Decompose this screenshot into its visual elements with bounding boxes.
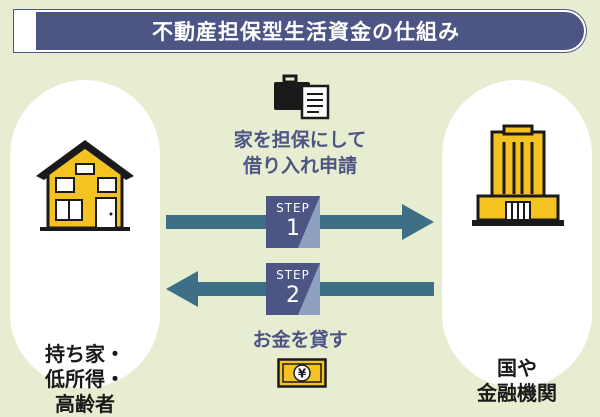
borrower-label: 持ち家・ 低所得・ 高齢者 (10, 342, 160, 417)
yen-symbol: ¥ (298, 367, 307, 381)
house-icon (36, 140, 134, 231)
step1-caption-line: 家を担保にして (233, 129, 367, 151)
yen-bill-icon: ¥ (277, 358, 327, 388)
briefcase-document-icon (274, 74, 330, 120)
page-title: 不動産担保型生活資金の仕組み (152, 20, 460, 44)
borrower-label-line: 持ち家・ (45, 342, 125, 366)
bank-building-icon (472, 124, 564, 226)
step2-number: 2 (286, 283, 300, 308)
borrower-label-line: 低所得・ (45, 367, 125, 391)
title-accent-block (16, 12, 36, 50)
borrower-label-line: 高齢者 (55, 392, 115, 416)
step2-word: STEP (276, 268, 310, 282)
step1-caption-line: 借り入れ申請 (242, 155, 357, 177)
lender-panel: 国や 金融機関 (442, 80, 592, 405)
step1-caption: 家を担保にして 借り入れ申請 (170, 127, 430, 179)
borrower-panel: 持ち家・ 低所得・ 高齢者 (10, 80, 160, 416)
step1-number: 1 (286, 216, 300, 241)
lender-label-line: 国や (497, 356, 537, 380)
step2-accent (298, 263, 320, 315)
step1-accent (298, 196, 320, 248)
lender-label: 国や 金融機関 (442, 356, 592, 406)
lender-label-line: 金融機関 (477, 381, 557, 405)
title-bar: 不動産担保型生活資金の仕組み (14, 10, 586, 52)
step2-caption: お金を貸す (252, 329, 348, 351)
step1-badge: STEP 1 (266, 196, 320, 248)
step1-word: STEP (276, 201, 310, 215)
step2-badge: STEP 2 (266, 263, 320, 315)
